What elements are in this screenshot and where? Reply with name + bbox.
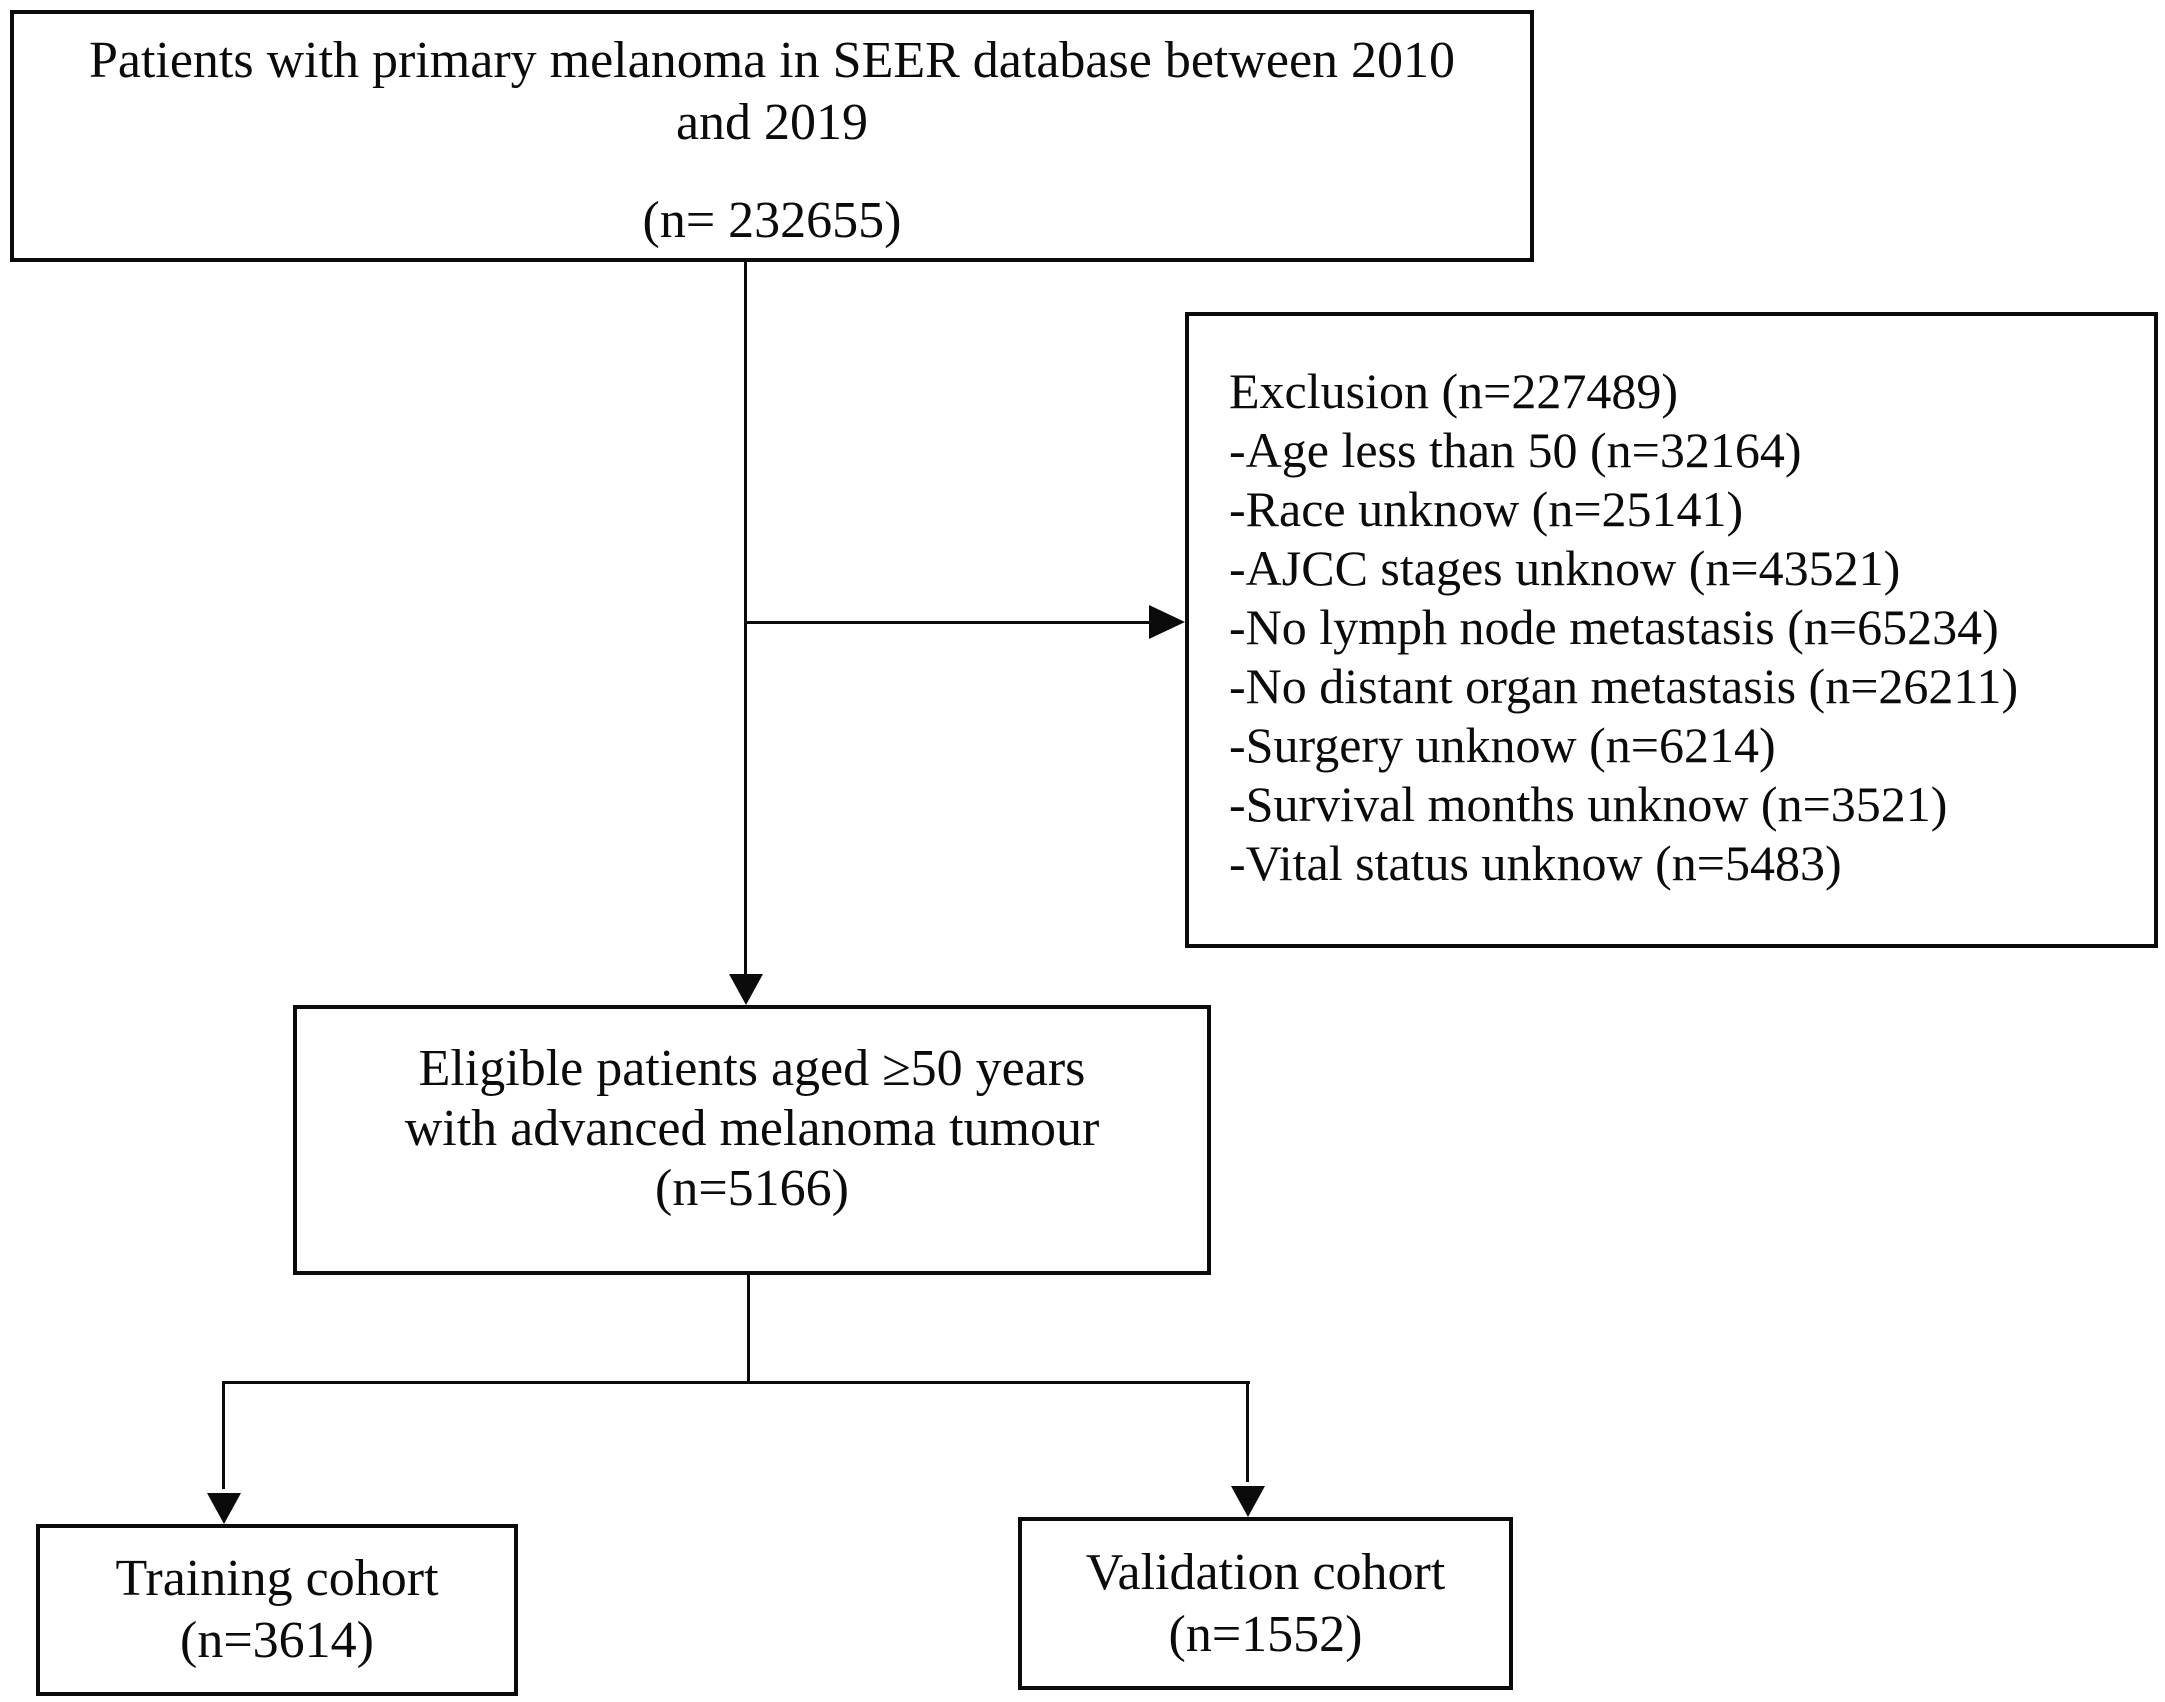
connector-to-exclusion [745,621,1149,624]
exclusion-item: -No distant organ metastasis (n=26211) [1229,658,2019,714]
exclusion-item: -No lymph node metastasis (n=65234) [1229,599,1999,655]
box-seer-patients: Patients with primary melanoma in SEER d… [10,10,1534,262]
seer-patients-line1: Patients with primary melanoma in SEER d… [88,32,1456,89]
box-eligible-patients: Eligible patients aged ≥50 years with ad… [293,1005,1211,1275]
eligible-n-label: (n=5166) [655,1160,849,1217]
exclusion-item: -Vital status unknow (n=5483) [1229,835,1842,891]
seer-patients-line2: and 2019 [675,94,869,151]
box-validation-cohort: Validation cohort (n=1552) [1018,1517,1513,1690]
arrowhead-down-training-icon [207,1493,241,1524]
box-training-cohort: Training cohort (n=3614) [36,1524,518,1696]
exclusion-item: -Surgery unknow (n=6214) [1229,717,1776,773]
connector-eligible-stem [747,1273,750,1384]
connector-drop-training [222,1381,225,1489]
exclusion-item: -Survival months unknow (n=3521) [1229,776,1948,832]
arrowhead-right-exclusion-icon [1149,605,1185,639]
eligible-line1: Eligible patients aged ≥50 years [418,1040,1086,1097]
validation-cohort-n-label: (n=1552) [1168,1605,1363,1663]
connector-split-horizontal [224,1381,1250,1384]
seer-patients-n-label: (n= 232655) [642,192,902,249]
arrowhead-down-validation-icon [1231,1486,1265,1517]
training-cohort-label: Training cohort [115,1550,439,1607]
training-cohort-n-label: (n=3614) [180,1612,374,1669]
eligible-line2: with advanced melanoma tumour [404,1100,1100,1157]
box-exclusion: Exclusion (n=227489) -Age less than 50 (… [1185,312,2158,948]
connector-drop-validation [1246,1381,1249,1482]
connector-seer-to-eligible [744,262,747,974]
exclusion-item: -AJCC stages unknow (n=43521) [1229,540,1901,596]
exclusion-title: Exclusion (n=227489) [1229,363,1678,419]
exclusion-item: -Age less than 50 (n=32164) [1229,422,1802,478]
validation-cohort-label: Validation cohort [1085,1543,1446,1601]
exclusion-item: -Race unknow (n=25141) [1229,481,1744,537]
arrowhead-down-eligible-icon [729,974,763,1005]
